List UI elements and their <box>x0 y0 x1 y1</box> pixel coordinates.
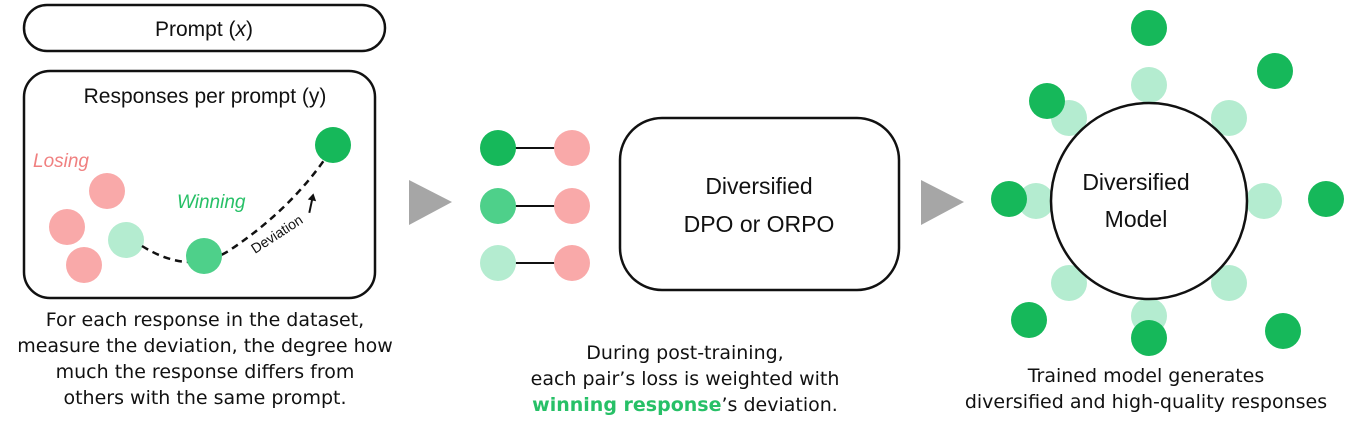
losing-label: Losing <box>33 151 89 172</box>
dark-output-dot <box>1257 53 1293 89</box>
pair-winning-dot <box>480 130 516 166</box>
deviation-arrowhead <box>307 193 317 202</box>
left-caption-line: others with the same prompt. <box>63 387 347 409</box>
middle-caption-line: winning response’s deviation. <box>480 392 890 418</box>
reference-response-dot <box>108 222 144 258</box>
losing-response-dot <box>66 247 102 283</box>
method-line-2: DPO or ORPO <box>684 211 835 237</box>
losing-response-dot <box>49 209 85 245</box>
shifted-response-dot <box>315 127 351 163</box>
light-output-dot <box>1211 100 1247 136</box>
pair-winning-dot <box>480 188 516 224</box>
light-output-dot <box>1246 183 1282 219</box>
preference-pairs <box>480 130 590 281</box>
prompt-text: Prompt (x) <box>155 18 253 41</box>
dark-output-dot <box>1131 320 1167 356</box>
right-caption-line: diversified and high-quality responses <box>964 391 1328 413</box>
dark-output-dot <box>1308 181 1344 217</box>
middle-caption: During post-training, each pair’s loss i… <box>480 340 890 418</box>
middle-caption-suffix: ’s deviation. <box>721 394 838 416</box>
model-line-1: Diversified <box>1082 169 1189 195</box>
model-output-ring: Diversified Model <box>991 10 1344 356</box>
pair-losing-dot <box>554 130 590 166</box>
dark-output-dot <box>1011 302 1047 338</box>
pair-winning-dot <box>480 245 516 281</box>
dark-output-dot <box>1265 313 1301 349</box>
left-caption-line: measure the deviation, the degree how <box>17 335 393 357</box>
light-output-dot <box>1051 265 1087 301</box>
light-output-dot <box>1211 265 1247 301</box>
dark-output-dot <box>991 181 1027 217</box>
model-circle <box>1049 101 1249 301</box>
method-line-1: Diversified <box>705 173 812 199</box>
dark-output-dot <box>1131 10 1167 46</box>
responses-title: Responses per prompt (y) <box>84 85 327 108</box>
losing-response-dot <box>89 173 125 209</box>
flow-arrow-1 <box>409 180 452 225</box>
flow-arrow-2 <box>921 180 964 225</box>
responses-panel: Responses per prompt (y) Losing Winning … <box>22 69 377 300</box>
middle-caption-line: During post-training, <box>586 342 784 364</box>
right-caption-line: Trained model generates <box>1027 365 1265 387</box>
middle-caption-line: each pair’s loss is weighted with <box>530 368 840 390</box>
dashed-curve <box>141 155 329 264</box>
model-line-2: Model <box>1105 206 1168 232</box>
left-caption-line: much the response differs from <box>55 361 355 383</box>
method-box: Diversified DPO or ORPO <box>618 116 901 292</box>
left-caption: For each response in the dataset, measur… <box>0 307 410 411</box>
pair-losing-dot <box>554 245 590 281</box>
winning-label: Winning <box>177 192 246 213</box>
winning-response-emphasis: winning response <box>532 394 722 416</box>
right-caption: Trained model generates diversified and … <box>940 363 1352 415</box>
dark-output-dot <box>1029 83 1065 119</box>
winning-response-dot <box>186 238 222 274</box>
pair-losing-dot <box>554 188 590 224</box>
left-caption-line: For each response in the dataset, <box>45 309 365 331</box>
light-output-dot <box>1018 183 1054 219</box>
prompt-box: Prompt (x) <box>22 3 387 53</box>
light-output-dot <box>1131 67 1167 103</box>
